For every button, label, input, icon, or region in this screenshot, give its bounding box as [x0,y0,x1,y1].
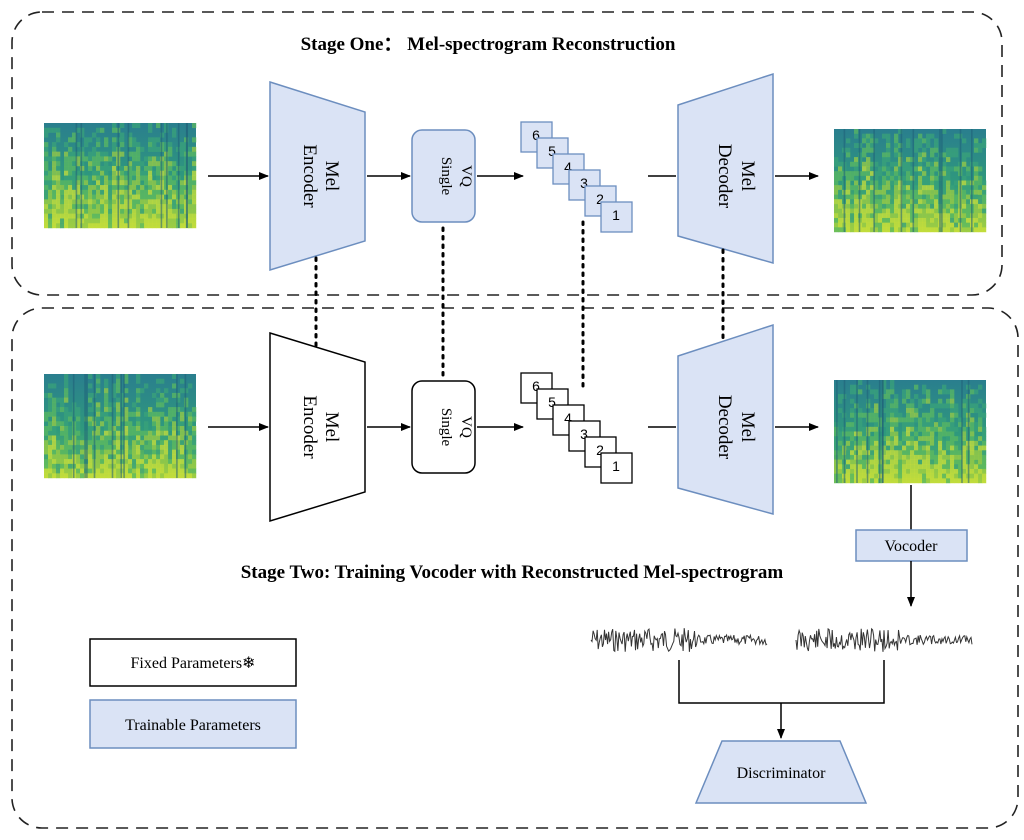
vocoder-block [855,529,968,562]
token-label: 4 [564,159,572,175]
vocoder-label: Vocoder [884,538,938,555]
legend-fixed-box [89,638,297,687]
stage-two-decoder-label-1: Mel [737,412,758,443]
token-label: 6 [532,127,540,143]
stage-one-input-spectrogram [44,123,197,229]
token-label: 5 [548,394,556,410]
token-box [600,201,633,233]
stage-two-output-spectrogram [834,380,987,484]
token-label: 3 [580,426,588,442]
stage-two-single-vq [411,380,476,474]
stage-one-mel-encoder [269,80,366,272]
discriminator-label: Discriminator [737,765,827,782]
token-label: 4 [564,410,572,426]
stage-one-vq-label-1: Single [438,157,454,196]
stage-one-output-spectrogram [834,129,987,233]
token-box [600,452,633,484]
token-label: 3 [580,175,588,191]
real-waveform [590,628,768,653]
waveform-merge-lines [678,660,885,704]
token-label: 2 [596,191,604,207]
stage-one-decoder-label-1: Mel [737,161,758,192]
token-label: 6 [532,378,540,394]
stage-one-encoder-label-1: Mel [321,161,342,192]
stage-one-decoder-label-2: Decoder [714,144,735,209]
generated-waveform [795,627,973,652]
token-label: 1 [612,458,620,474]
token-label: 5 [548,143,556,159]
legend-fixed-label: Fixed Parameters❄ [131,655,256,672]
stage-two-container [11,307,1019,829]
token-label: 2 [596,442,604,458]
legend-trainable-box [89,699,297,749]
stage-two-title: Stage Two: Training Vocoder with Reconst… [241,562,784,583]
legend-trainable-label: Trainable Parameters [125,717,261,734]
stage-one-encoder-label-2: Encoder [299,144,320,208]
stage-two-vq-label-1: Single [438,408,454,447]
stage-two-encoder-label-2: Encoder [299,395,320,459]
stage-one-single-vq [411,129,476,223]
stage-two-input-spectrogram [44,374,197,479]
token-label: 1 [612,207,620,223]
stage-one-vq-label-2: VQ [458,165,474,187]
stage-one-title: Stage One： Mel-spectrogram Reconstructio… [301,34,676,55]
stage-two-mel-decoder [677,323,774,515]
stage-two-encoder-label-1: Mel [321,412,342,443]
stage-one-mel-decoder [677,72,774,264]
discriminator-block [694,740,868,804]
stage-one-container [11,11,1003,296]
stage-two-mel-encoder [269,331,366,523]
stage-two-decoder-label-2: Decoder [714,395,735,460]
stage-two-vq-label-2: VQ [458,416,474,438]
